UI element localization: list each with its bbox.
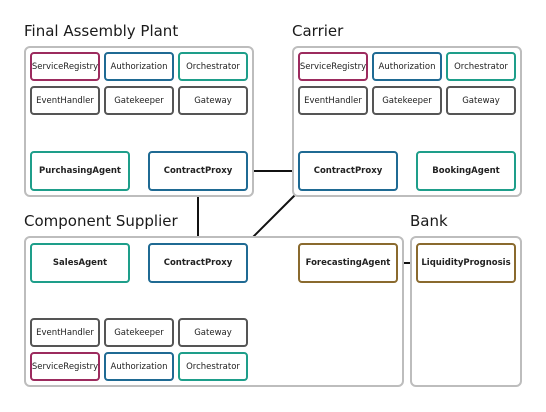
edge-car-contractproxy-to-cs-contractproxy	[245, 189, 301, 245]
node-forecastingagent[interactable]: ForecastingAgent	[298, 243, 398, 283]
group-title-component-supplier: Component Supplier	[24, 212, 178, 230]
group-title-bank: Bank	[410, 212, 448, 230]
node-orchestrator[interactable]: Orchestrator	[178, 352, 248, 381]
node-eventhandler[interactable]: EventHandler	[30, 318, 100, 347]
node-authorization[interactable]: Authorization	[104, 52, 174, 81]
node-salesagent[interactable]: SalesAgent	[30, 243, 130, 283]
node-gatekeeper[interactable]: Gatekeeper	[372, 86, 442, 115]
node-gatekeeper[interactable]: Gatekeeper	[104, 318, 174, 347]
node-serviceregistry[interactable]: ServiceRegistry	[298, 52, 368, 81]
node-purchasingagent[interactable]: PurchasingAgent	[30, 151, 130, 191]
node-eventhandler[interactable]: EventHandler	[30, 86, 100, 115]
group-title-final-assembly-plant: Final Assembly Plant	[24, 22, 179, 40]
node-bookingagent[interactable]: BookingAgent	[416, 151, 516, 191]
node-serviceregistry[interactable]: ServiceRegistry	[30, 352, 100, 381]
node-contractproxy[interactable]: ContractProxy	[148, 243, 248, 283]
node-gateway[interactable]: Gateway	[178, 318, 248, 347]
group-title-carrier: Carrier	[292, 22, 344, 40]
node-gateway[interactable]: Gateway	[446, 86, 516, 115]
node-liquidityprognosis[interactable]: LiquidityPrognosis	[416, 243, 516, 283]
node-authorization[interactable]: Authorization	[104, 352, 174, 381]
node-contractproxy[interactable]: ContractProxy	[148, 151, 248, 191]
node-contractproxy[interactable]: ContractProxy	[298, 151, 398, 191]
node-authorization[interactable]: Authorization	[372, 52, 442, 81]
node-serviceregistry[interactable]: ServiceRegistry	[30, 52, 100, 81]
node-eventhandler[interactable]: EventHandler	[298, 86, 368, 115]
node-gateway[interactable]: Gateway	[178, 86, 248, 115]
node-orchestrator[interactable]: Orchestrator	[446, 52, 516, 81]
node-gatekeeper[interactable]: Gatekeeper	[104, 86, 174, 115]
node-orchestrator[interactable]: Orchestrator	[178, 52, 248, 81]
